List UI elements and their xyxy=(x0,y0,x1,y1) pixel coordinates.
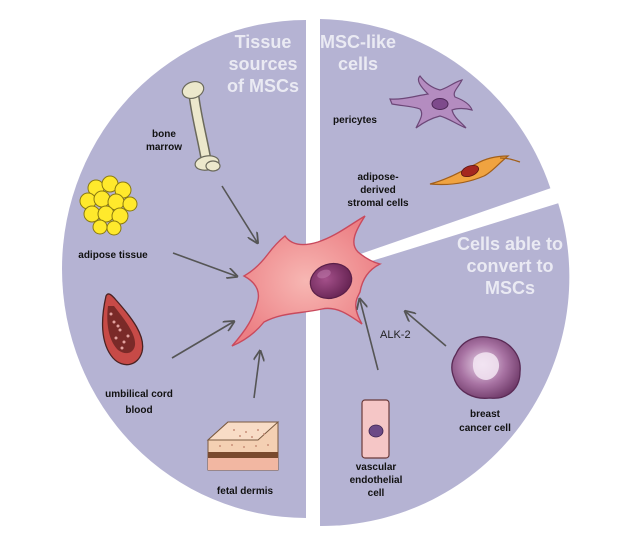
label-umbilical-cord-line-2: blood xyxy=(125,405,152,416)
label-umbilical-cord-line-1: umbilical cord xyxy=(105,389,173,400)
msc-like-wedge xyxy=(320,19,551,268)
tissue-sources-title-line-1: Tissue xyxy=(235,32,292,52)
label-adipose-tissue: adipose tissue xyxy=(78,250,148,261)
arrow-breast-cancer xyxy=(406,312,447,347)
label-fetal-dermis: fetal dermis xyxy=(217,486,274,497)
arrow-umbilical-cord xyxy=(171,322,233,359)
pericyte-icon xyxy=(389,75,473,129)
arrows xyxy=(171,185,447,399)
label-adipose-derived-line-3: stromal cells xyxy=(347,198,409,209)
arrow-alk2 xyxy=(360,300,379,371)
tissue-sources-title-line-2: sources xyxy=(228,54,297,74)
label-alk2: ALK-2 xyxy=(380,329,411,341)
fat-cells-icon xyxy=(79,175,138,236)
cancer-cell-icon xyxy=(451,336,521,399)
tissue-sources-wedge xyxy=(62,20,306,518)
label-bone-marrow-line-1: bone xyxy=(152,129,176,140)
convert-title-line-3: MSCs xyxy=(485,278,535,298)
convert-title-line-1: Cells able to xyxy=(457,234,563,254)
label-vascular-line-3: cell xyxy=(368,488,385,499)
umbilical-cord-icon xyxy=(101,293,144,366)
label-breast-cancer-line-1: breast xyxy=(470,409,501,420)
skin-section-icon xyxy=(206,421,280,471)
label-breast-cancer-line-2: cancer cell xyxy=(459,423,511,434)
label-pericytes: pericytes xyxy=(333,115,377,126)
label-bone-marrow-line-2: marrow xyxy=(146,142,182,153)
label-vascular-line-2: endothelial xyxy=(350,475,403,486)
label-adipose-derived-line-1: adipose- xyxy=(357,172,398,183)
label-adipose-derived-line-2: derived xyxy=(360,185,396,196)
msc-like-title-line-1: MSC-like xyxy=(320,32,396,52)
msc-like-title-line-2: cells xyxy=(338,54,378,74)
endothelial-cell-icon xyxy=(361,399,390,459)
msc-cell-icon xyxy=(231,215,383,347)
arrow-fetal-dermis xyxy=(253,352,260,399)
arrow-adipose-tissue xyxy=(172,252,236,276)
bone-icon xyxy=(181,80,221,172)
arrow-bone-marrow xyxy=(221,185,257,242)
tissue-sources-title-line-3: of MSCs xyxy=(227,76,299,96)
stromal-cell-icon xyxy=(429,155,521,186)
convert-title-line-2: convert to xyxy=(466,256,553,276)
label-vascular-line-1: vascular xyxy=(356,462,397,473)
